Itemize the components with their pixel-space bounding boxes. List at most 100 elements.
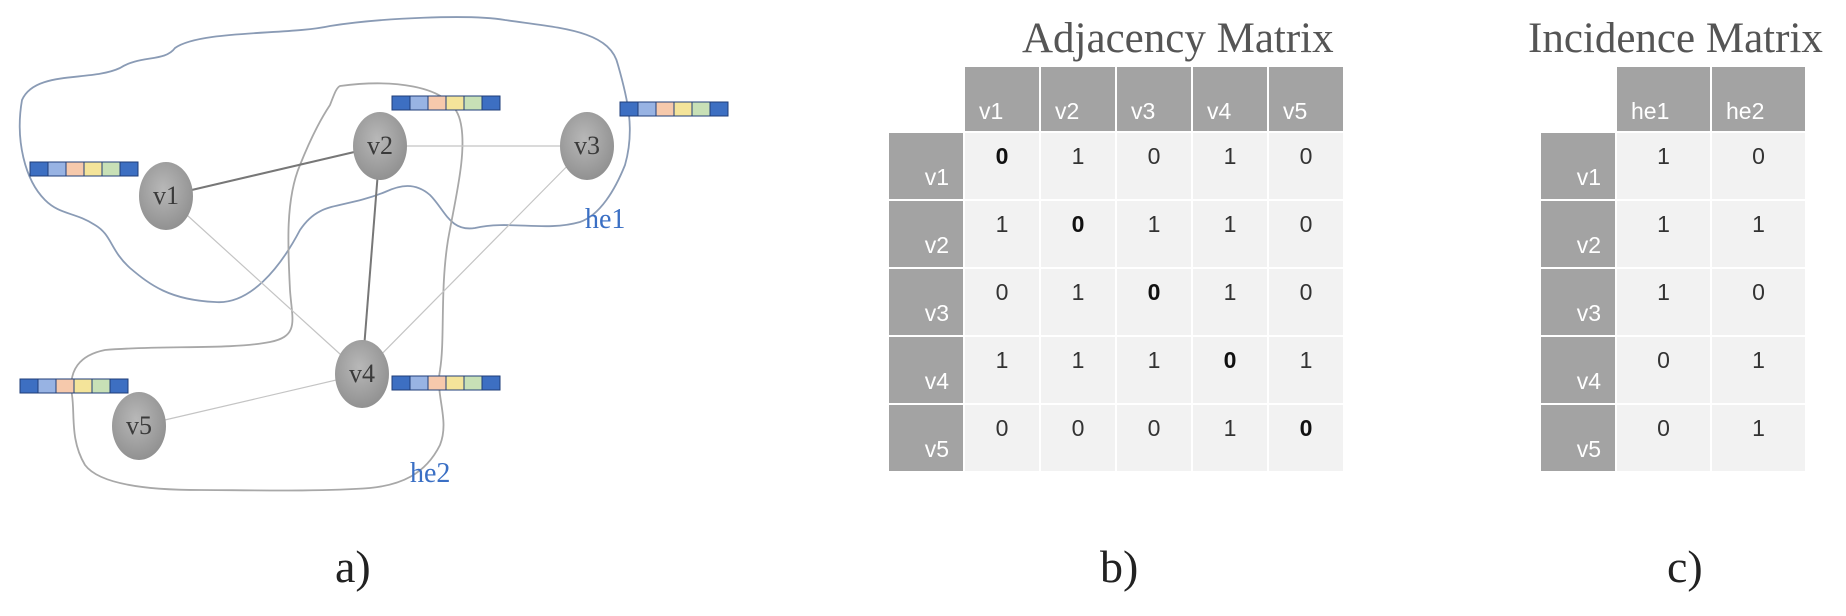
adjacency-cell: 1 <box>1193 133 1267 199</box>
incidence-cell: 1 <box>1617 201 1710 267</box>
node-label-v5: v5 <box>126 411 152 440</box>
adjacency-col-header-v5: v5 <box>1269 67 1343 131</box>
adjacency-cell: 1 <box>1041 133 1115 199</box>
adjacency-col-header-v1: v1 <box>965 67 1039 131</box>
incidence-row-header-v3: v3 <box>1541 269 1615 335</box>
node-label-v3: v3 <box>574 131 600 160</box>
feature-cell <box>445 375 465 391</box>
feature-cell <box>409 95 429 111</box>
panel-caption-c: c) <box>1667 541 1703 592</box>
adjacency-cell: 0 <box>1041 405 1115 471</box>
feature-cell <box>481 375 501 391</box>
feature-vector-v5 <box>19 378 129 394</box>
adjacency-cell: 1 <box>1269 337 1343 403</box>
node-v4 <box>335 340 389 408</box>
adjacency-col-header-v4: v4 <box>1193 67 1267 131</box>
incidence-cell: 1 <box>1617 269 1710 335</box>
adjacency-cell: 0 <box>1269 405 1343 471</box>
feature-cell <box>709 101 729 117</box>
node-label-v4: v4 <box>349 359 375 388</box>
adjacency-corner <box>889 67 963 131</box>
node-v2 <box>353 112 407 180</box>
adjacency-cell: 0 <box>965 269 1039 335</box>
adjacency-cell: 0 <box>1269 133 1343 199</box>
incidence-cell: 0 <box>1617 337 1710 403</box>
adjacency-cell: 0 <box>1117 269 1191 335</box>
hyperedge-label-he2: he2 <box>410 458 450 489</box>
feature-cell <box>101 161 121 177</box>
adjacency-cell: 0 <box>1117 133 1191 199</box>
incidence-col-header-he2: he2 <box>1712 67 1805 131</box>
node-v3 <box>560 112 614 180</box>
hyperedge-label-he1: he1 <box>585 204 625 235</box>
feature-cell <box>37 378 57 394</box>
edge-v4-v5 <box>138 373 363 427</box>
incidence-cell: 1 <box>1712 405 1805 471</box>
feature-cell <box>673 101 693 117</box>
feature-cell <box>19 378 39 394</box>
feature-cell <box>29 161 49 177</box>
adjacency-row-header-v3: v3 <box>889 269 963 335</box>
feature-cell <box>619 101 639 117</box>
feature-cell <box>655 101 675 117</box>
incidence-matrix-title: Incidence Matrix <box>1528 15 1823 62</box>
adjacency-cell: 1 <box>1193 201 1267 267</box>
adjacency-cell: 1 <box>1041 269 1115 335</box>
node-label-v1: v1 <box>153 181 179 210</box>
incidence-cell: 0 <box>1712 269 1805 335</box>
node-label-v2: v2 <box>367 131 393 160</box>
feature-cell <box>119 161 139 177</box>
adjacency-cell: 0 <box>1041 201 1115 267</box>
incidence-col-header-he1: he1 <box>1617 67 1710 131</box>
feature-cell <box>65 161 85 177</box>
panel-caption-a: a) <box>335 541 371 592</box>
feature-cell <box>427 375 447 391</box>
adjacency-cell: 1 <box>1117 337 1191 403</box>
adjacency-col-header-v2: v2 <box>1041 67 1115 131</box>
incidence-cell: 1 <box>1712 337 1805 403</box>
hyperedge-he2-outline <box>70 82 464 492</box>
adjacency-cell: 1 <box>1193 405 1267 471</box>
adjacency-cell: 0 <box>1193 337 1267 403</box>
feature-cell <box>637 101 657 117</box>
adjacency-cell: 1 <box>1193 269 1267 335</box>
incidence-corner <box>1541 67 1615 131</box>
hyperedge-he1-outline <box>18 16 631 303</box>
incidence-row-header-v4: v4 <box>1541 337 1615 403</box>
feature-cell <box>481 95 501 111</box>
feature-cell <box>83 161 103 177</box>
incidence-cell: 1 <box>1617 133 1710 199</box>
feature-cell <box>409 375 429 391</box>
feature-cell <box>55 378 75 394</box>
adjacency-cell: 1 <box>965 337 1039 403</box>
feature-cell <box>391 375 411 391</box>
adjacency-cell: 0 <box>965 133 1039 199</box>
edge-v1-v4 <box>165 195 363 375</box>
feature-cell <box>463 95 483 111</box>
adjacency-cell: 0 <box>1269 269 1343 335</box>
feature-cell <box>427 95 447 111</box>
adjacency-row-header-v2: v2 <box>889 201 963 267</box>
feature-vector-v3 <box>619 101 729 117</box>
adjacency-cell: 0 <box>1117 405 1191 471</box>
incidence-row-header-v5: v5 <box>1541 405 1615 471</box>
incidence-cell: 0 <box>1617 405 1710 471</box>
incidence-row-header-v1: v1 <box>1541 133 1615 199</box>
feature-cell <box>73 378 93 394</box>
feature-vector-v1 <box>29 161 139 177</box>
incidence-row-header-v2: v2 <box>1541 201 1615 267</box>
feature-cell <box>691 101 711 117</box>
edge-v2-v4 <box>361 145 381 375</box>
adjacency-row-header-v4: v4 <box>889 337 963 403</box>
edge-v3-v4 <box>361 145 588 375</box>
node-v5 <box>112 392 166 460</box>
panel-caption-b: b) <box>1100 541 1139 592</box>
